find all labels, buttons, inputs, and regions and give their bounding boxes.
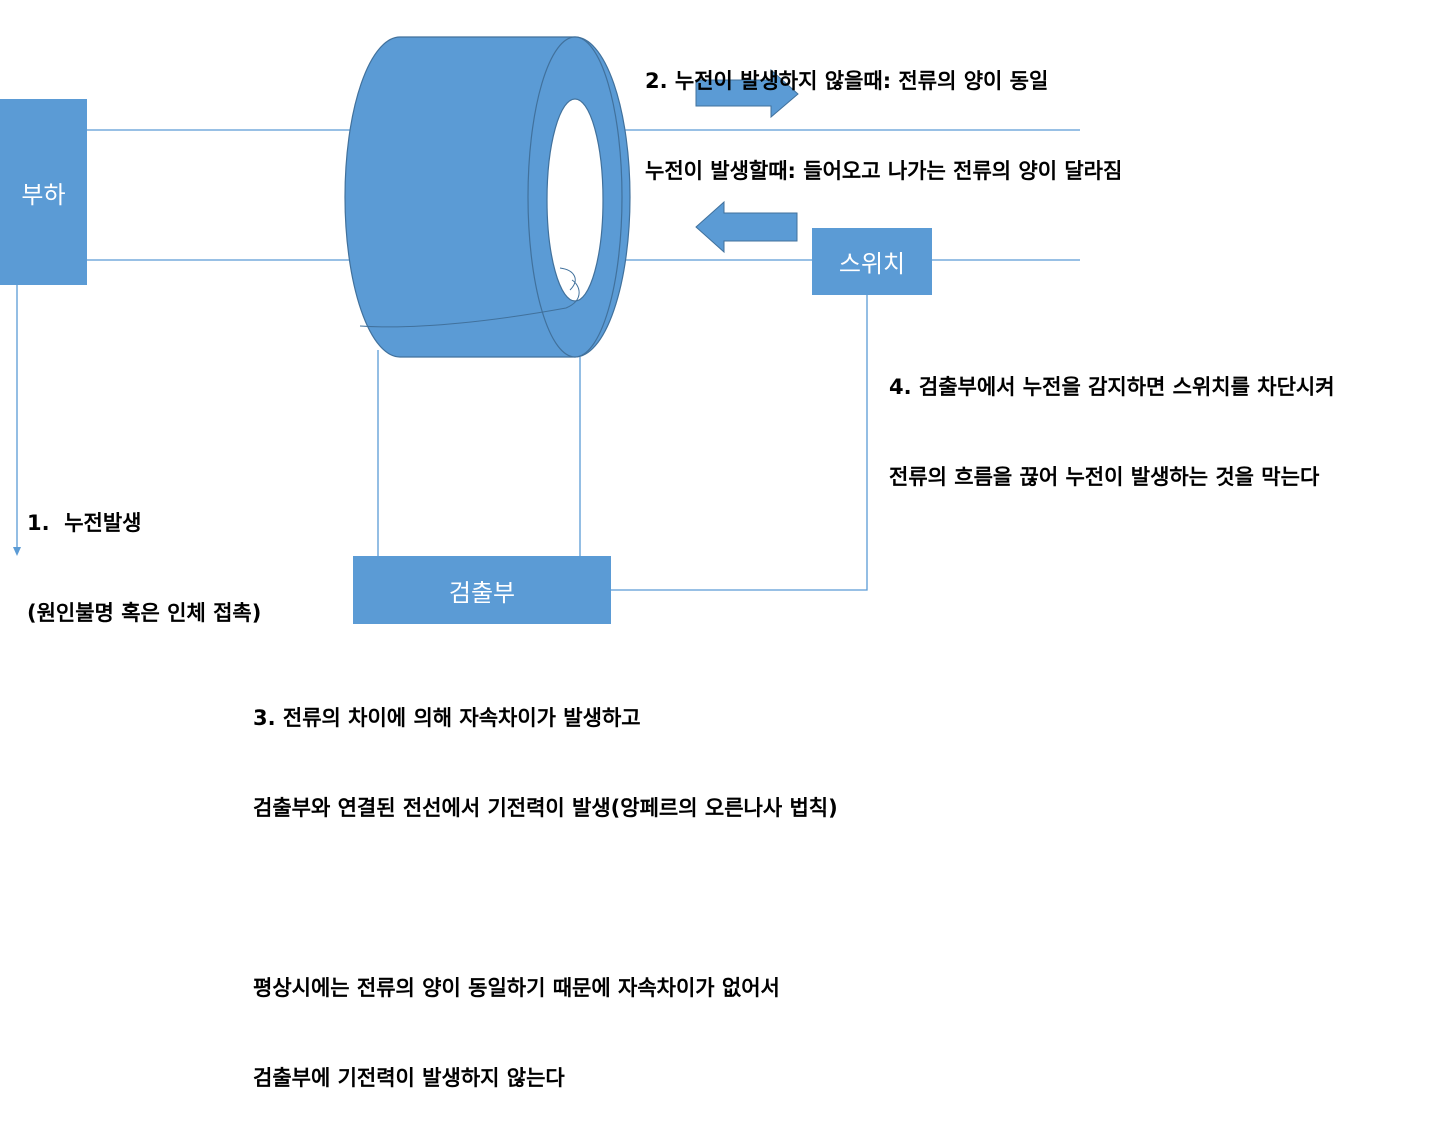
note-step3-line: 검출부와 연결된 전선에서 기전력이 발생(앙페르의 오른나사 법칙) (253, 796, 838, 820)
load-box: 부하 (0, 99, 87, 285)
note-step3-line: 3. 전류의 차이에 의해 자속차이가 발생하고 (253, 706, 641, 730)
leak-arrowhead (13, 547, 21, 556)
note-step3: 3. 전류의 차이에 의해 자속차이가 발생하고 검출부와 연결된 전선에서 기… (253, 643, 838, 1123)
note-step1-line: 1. 누전발생 (27, 511, 142, 535)
ring-core-sketch-curl (559, 267, 576, 291)
note-step2-line: 2. 누전이 발생하지 않을때: 전류의 양이 동일 (645, 69, 1049, 93)
detector-box: 검출부 (353, 556, 611, 624)
note-step3-spacer (253, 883, 838, 913)
ring-core-hole (546, 98, 604, 302)
ring-core (344, 36, 631, 358)
note-step4-line: 전류의 흐름을 끊어 누전이 발생하는 것을 막는다 (889, 465, 1320, 489)
switch-label: 스위치 (838, 250, 906, 278)
note-step3-line: 평상시에는 전류의 양이 동일하기 때문에 자속차이가 없어서 (253, 976, 780, 1000)
switch-box: 스위치 (812, 228, 932, 295)
note-step3-line: 검출부에 기전력이 발생하지 않는다 (253, 1066, 565, 1090)
note-step4-line: 4. 검출부에서 누전을 감지하면 스위치를 차단시켜 (889, 375, 1335, 399)
note-step4: 4. 검출부에서 누전을 감지하면 스위치를 차단시켜 전류의 흐름을 끊어 누… (889, 312, 1335, 522)
note-step1: 1. 누전발생 (원인불명 혹은 인체 접촉) (27, 448, 261, 658)
note-step2-line: 누전이 발생할때: 들어오고 나가는 전류의 양이 달라짐 (645, 159, 1123, 183)
right-arrow (695, 68, 799, 119)
note-step1-line: (원인불명 혹은 인체 접촉) (27, 601, 262, 625)
left-arrow (695, 200, 798, 254)
ring-core-sketch-line (359, 279, 580, 328)
note-step2: 2. 누전이 발생하지 않을때: 전류의 양이 동일 누전이 발생할때: 들어오… (645, 6, 1122, 216)
detector-label: 검출부 (448, 578, 516, 607)
leakage-breaker-diagram (13, 36, 1080, 591)
load-label: 부하 (21, 180, 66, 209)
detector-to-switch-wire (611, 295, 868, 591)
